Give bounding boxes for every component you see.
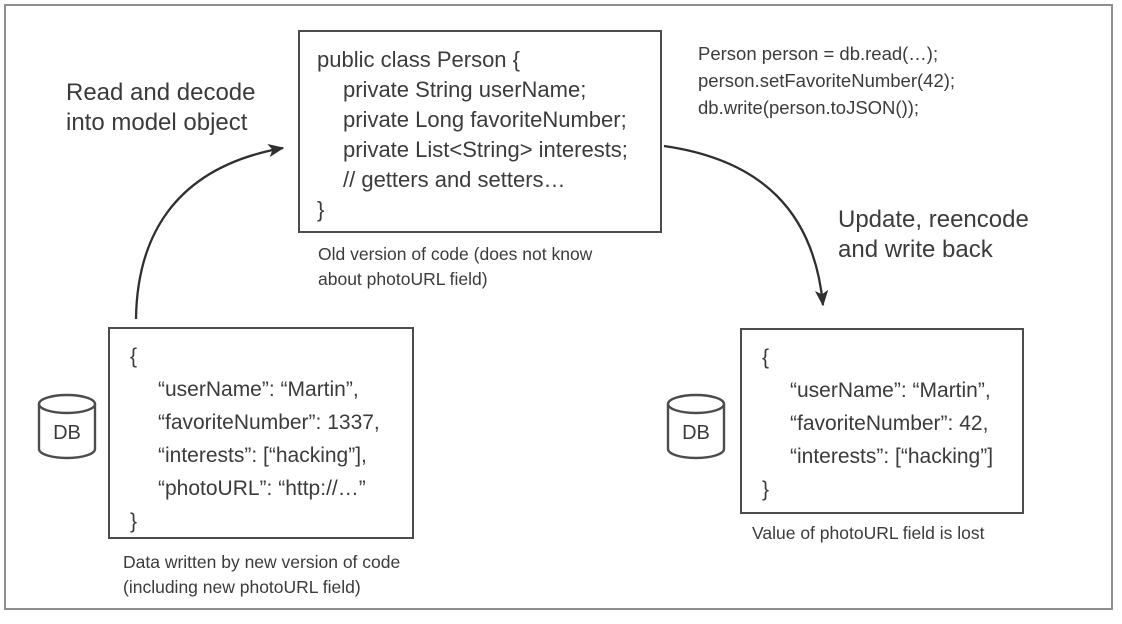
code-line: person.setFavoriteNumber(42); [698,70,956,91]
code-line: Person person = db.read(…); [698,43,939,64]
json-before-box: { “userName”: “Martin”, “favoriteNumber”… [108,327,414,539]
code-line: } [317,197,325,222]
db-label: DB [682,422,710,444]
caption-line: Data written by new version of code [123,552,401,572]
json-line: “userName”: “Martin”, [790,379,991,402]
json-line: “interests”: [“hacking”] [790,445,994,468]
old-code-caption: Old version of code (does not know about… [318,242,592,292]
code-line: db.write(person.toJSON()); [698,97,920,118]
json-line: } [130,510,138,533]
code-line: private List<String> interests; [343,137,628,162]
client-code-snippet: Person person = db.read(…); person.setFa… [698,40,955,121]
label-line: into model object [66,109,248,136]
read-decode-label: Read and decode into model object [66,78,256,138]
person-class-box: public class Person { private String use… [298,30,662,233]
json-line: “userName”: “Martin”, [158,378,359,401]
caption-line: about photoURL field) [318,269,488,289]
json-line: “favoriteNumber”: 42, [790,412,989,435]
json-line: “favoriteNumber”: 1337, [158,411,380,434]
json-line: “interests”: [“hacking”], [158,444,367,467]
db-right-cylinder-icon: DB [665,392,727,462]
update-writeback-label: Update, reencode and write back [838,205,1029,265]
json-line: { [762,346,770,369]
figure-frame [4,4,1113,610]
json-after-box: { “userName”: “Martin”, “favoriteNumber”… [740,328,1024,514]
new-data-caption: Data written by new version of code (inc… [123,550,400,600]
code-line: // getters and setters… [343,167,566,192]
caption-line: (including new photoURL field) [123,577,361,597]
caption-line: Value of photoURL field is lost [752,523,985,543]
code-line: private String userName; [343,77,587,102]
label-line: and write back [838,236,993,263]
code-line: private Long favoriteNumber; [343,107,627,132]
json-line: { [130,345,138,368]
json-line: “photoURL”: “http://…” [158,477,366,500]
lost-field-caption: Value of photoURL field is lost [752,521,985,546]
code-line: public class Person { [317,47,520,72]
label-line: Read and decode [66,79,256,106]
json-line: } [762,478,770,501]
caption-line: Old version of code (does not know [318,244,593,264]
db-left-cylinder-icon: DB [36,392,98,462]
label-line: Update, reencode [838,206,1029,233]
db-label: DB [53,422,81,444]
